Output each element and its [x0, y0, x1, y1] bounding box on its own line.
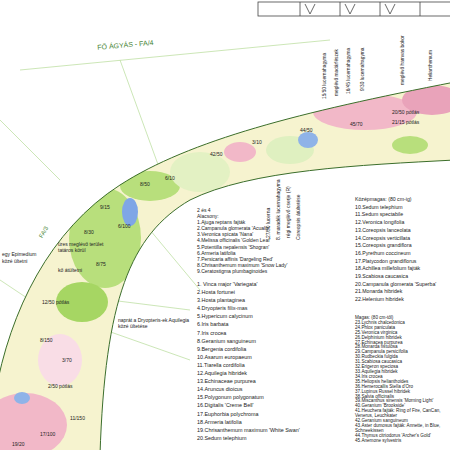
annotation-text: 8. maradék lucernahagyma [276, 179, 282, 240]
patch-label: 21/15 pótlás [392, 120, 419, 126]
area-name: FŐ ÁGYÁS - FA/4 [95, 39, 156, 52]
plant-entry: 7.Iris crocea [197, 329, 322, 337]
plant-entry: 14.Coreopsis verticillata [355, 235, 448, 243]
building-outline [258, 2, 450, 16]
plant-entry: 20.Campanula glomerata 'Superba' [355, 281, 448, 289]
plant-entry: 5.Hypericum calycinum [197, 312, 322, 320]
plant-entry: 43.Aster dumosus fajták: Annette, in Blu… [355, 424, 448, 434]
patch-label: 11/150 [70, 416, 85, 422]
plant-entry: 19.Chrisanthemum maximum 'White Swan' [197, 426, 322, 434]
plant-entry: 18.Achillea millefolium fajták [355, 265, 448, 273]
plant-entry: 13.Coreopsis lanceolata [355, 227, 448, 235]
patch-label: 8/150 [40, 338, 53, 344]
plant-entry: 14.Aruncus dioicus [197, 385, 322, 393]
plant-entry: 6.Iris barbata [197, 320, 322, 328]
plant-entry: 22.Helenium hibridek [355, 296, 448, 304]
plant-entry: 17.Platycodon grandiflorus [355, 258, 448, 266]
plant-entry: 41.Heuchera fajták: Ring of Fire, CanCan… [355, 409, 448, 419]
plant-entry: 5.Potentilla nepalensis 'Shogran' [197, 244, 317, 250]
patch-label: 6/10 [165, 176, 175, 182]
patch-label: 3/70 [62, 358, 72, 364]
plant-entry: 17.Euphorbia polychroma [197, 410, 322, 418]
list-heading: 2 és 4 [197, 207, 317, 213]
patch-label: 12/50 pótlás [42, 300, 69, 306]
annotation-text: 15/50 lucernahagyma [322, 53, 328, 99]
patch-label: 44/50 [300, 128, 313, 134]
plant-entry: 2.Campanula glomerata 'Acualis' [197, 225, 317, 231]
patch-label: közé ültetni [2, 259, 27, 265]
plant-entry: 9.Ceratostigma plumbaginoides [197, 268, 317, 274]
plant-entry: 15.Coreopsis grandiflora [355, 242, 448, 250]
plant-entry: 4.Dryopteris filix-mas [197, 304, 322, 312]
plant-entry: 20.Sedum telephium [197, 434, 322, 442]
plant-entry: 9.Bergenia cordifolia [197, 345, 322, 353]
plant-entry: 8.Chrisanthemum maximum 'Snow Lady' [197, 262, 317, 268]
list-heading: Középmagas: (80 cm-ig) [355, 196, 448, 204]
annotation-text: Helianthemum [428, 50, 434, 81]
patch-label: 3/10 [252, 140, 262, 146]
annotation-text: meglévő hamvas bokor [400, 35, 406, 85]
plant-entry: 15.Polygonum polygonatum [197, 393, 322, 401]
patch-label: naprát a Dryopteris-ek Aquilegia közé ül… [118, 318, 198, 330]
plant-entry: 21.Monarda hibridek [355, 288, 448, 296]
annotation-text: 27/50 lucerna [266, 208, 272, 238]
plant-entry: 16.Digitalis 'Creme Bell' [197, 401, 322, 409]
plant-entry: 10.Asarum europaeum [197, 353, 322, 361]
list-heading: Alacsony: [197, 213, 317, 219]
plant-entry: 45.Anemone sylvestris [355, 439, 448, 444]
patch-label: egy Epimedium [2, 252, 36, 258]
patch-label: kő átültetni [58, 268, 82, 274]
annotation-text: Coreopsis átültetése [296, 194, 302, 240]
patch-label: 42/50 [210, 152, 223, 158]
plant-patches [0, 85, 450, 450]
plant-entry: 11.Tiarella cordifolia [197, 361, 322, 369]
patch-label: 9/15 [100, 205, 110, 211]
plant-entry: 16.Pyrethum coccineum [355, 250, 448, 258]
plant-entry: 19.Scabiosa caucasica [355, 273, 448, 281]
plant-entry: 8.Geranium sanguineum [197, 337, 322, 345]
annotation-text: 16/45 lucernahagyma [346, 48, 352, 94]
plant-entry: 3.Veronica spicata 'Nana' [197, 231, 317, 237]
plant-list: 1. Vinca major 'Variegata'2.Hosta fortun… [197, 280, 322, 442]
patch-label: üres meglévő terület tatáros körül [58, 242, 118, 254]
plant-entry: 7.Persicaria affinis 'Dargeling Red' [197, 256, 317, 262]
patch-label: 45/70 [350, 122, 363, 128]
plant-entry: 12.Aquilegia hibridek [197, 369, 322, 377]
plant-list: Magas: (80 cm-től)23.Lychnis chalcedonic… [355, 316, 448, 444]
annotation-text: 9/30 lucernahagyma [360, 48, 366, 91]
list-heading: 1. Vinca major 'Variegata' [197, 280, 322, 288]
plant-entry: 11.Sedum spectabile [355, 211, 448, 219]
plant-entry: 3.Hosta plantaginea [197, 296, 322, 304]
area-name: FA/3 [38, 225, 50, 239]
plant-entry: 1.Ajuga reptans fajták [197, 219, 317, 225]
plant-entry: 6.Armeria latifolia [197, 250, 317, 256]
patch-label: 20/50 pótlás [392, 110, 419, 116]
plant-entry: 12.Veronica longifolia [355, 219, 448, 227]
annotation-text: régi meglévő cserje (R) [286, 186, 292, 238]
annotation-text: meglévő madárfészek [334, 49, 340, 96]
plant-list: Középmagas: (80 cm-ig)10.Sedum telephium… [355, 196, 448, 304]
patch-label: 8/50 [140, 182, 150, 188]
planting-bed [0, 82, 450, 450]
plant-entry: 4.Melissa officinalis 'Golden Leaf' [197, 237, 317, 243]
patch-label: 6/100 [118, 224, 131, 230]
plant-entry: 2.Hosta fortunei [197, 288, 322, 296]
patch-label: 17/100 [40, 432, 55, 438]
patch-label: 8/75 [96, 262, 106, 268]
bed-outline [0, 82, 450, 450]
patch-label: 8/30 [84, 230, 94, 236]
plant-entry: 13.Echinaceae purpurea [197, 377, 322, 385]
plant-list: 2 és 4Alacsony:1.Ajuga reptans fajták2.C… [197, 207, 317, 274]
plant-entry: 18.Armeria latifolia [197, 418, 322, 426]
patch-label: 19/20 [12, 442, 25, 448]
patch-label: 2/50 pótlás [48, 384, 72, 390]
plant-entry: 10.Sedum telephium [355, 204, 448, 212]
